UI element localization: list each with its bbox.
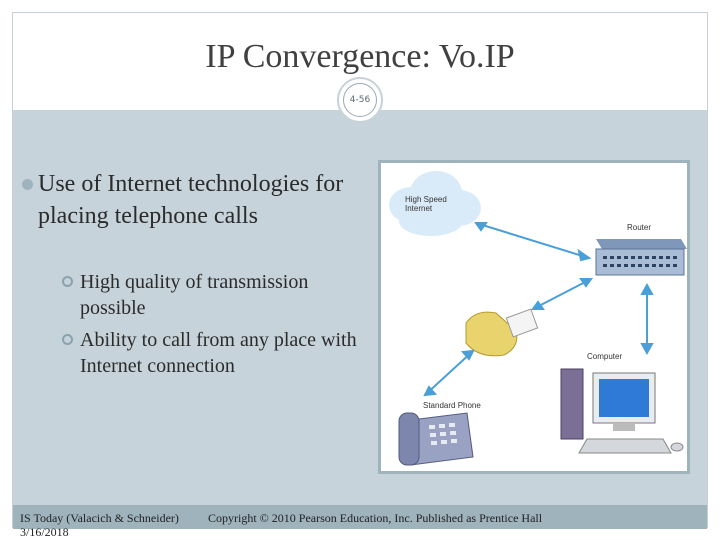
slide-title: IP Convergence: Vo.IP: [205, 38, 515, 75]
ethernet-plug-icon: [465, 308, 539, 357]
computer-label: Computer: [587, 352, 623, 361]
phone-icon: [398, 412, 474, 466]
internet-label: High Speed Internet: [405, 195, 447, 213]
sub-bullet-2: Ability to call from any place with Inte…: [62, 327, 370, 379]
footer-bar: [13, 505, 707, 529]
slide-number-badge: 4-56: [337, 77, 383, 123]
bullet-dot-icon: [22, 179, 33, 190]
cloud-icon: [389, 171, 481, 236]
sub-bullet-2-text: Ability to call from any place with Inte…: [80, 329, 357, 377]
bullet-ring-icon: [62, 334, 73, 345]
sub-bullet-1-text: High quality of transmission possible: [80, 271, 309, 319]
diagram-illustration: [389, 171, 687, 466]
router-label: Router: [627, 223, 652, 232]
bullet-ring-icon: [62, 276, 73, 287]
computer-icon: [560, 368, 684, 454]
arrow-cloud-router: [475, 222, 590, 259]
main-bullet: Use of Internet technologies for placing…: [22, 168, 368, 232]
standard-phone-label: Standard Phone: [423, 401, 481, 410]
footer-date: 3/16/2018: [20, 525, 69, 539]
main-bullet-text: Use of Internet technologies for placing…: [38, 171, 344, 229]
router-icon: [595, 239, 687, 276]
sub-bullet-1: High quality of transmission possible: [62, 269, 370, 321]
footer-source: IS Today (Valacich & Schneider): [20, 511, 179, 525]
footer-copyright: Copyright © 2010 Pearson Education, Inc.…: [208, 511, 543, 525]
voip-diagram: High Speed Internet Router Computer Stan…: [378, 160, 690, 474]
arrow-plug-phone: [424, 350, 474, 396]
arrow-router-plug: [532, 278, 592, 310]
slide-number: 4-56: [343, 83, 377, 117]
